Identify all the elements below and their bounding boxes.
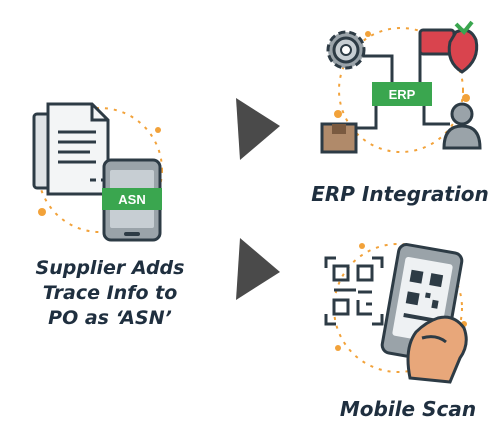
worker-icon [442, 102, 482, 150]
supplier-caption: Supplier Adds Trace Info to PO as ‘ASN’ [10, 256, 210, 331]
mobile-caption: Mobile Scan [339, 397, 477, 421]
erp-badge-text: ERP [389, 87, 416, 102]
arrow-right-icon [236, 98, 280, 160]
document-phone-icon: ASN [32, 102, 163, 242]
hand-icon [406, 315, 468, 384]
qr-code-icon [324, 256, 384, 326]
erp-caption: ERP Integration [311, 182, 489, 206]
box-icon [320, 122, 358, 154]
arrow-right-icon [236, 238, 280, 300]
asn-badge-text: ASN [118, 192, 145, 207]
supplier-caption-line-1: Supplier Adds [35, 257, 185, 279]
strawberry-icon [447, 20, 479, 74]
mobile-qr-scan-icon [324, 243, 468, 384]
supplier-caption-line-3: PO as ‘ASN’ [48, 307, 172, 329]
erp-network-icon: ERP [320, 20, 482, 154]
gear-icon [326, 30, 366, 70]
supplier-caption-line-2: Trace Info to [42, 282, 178, 304]
